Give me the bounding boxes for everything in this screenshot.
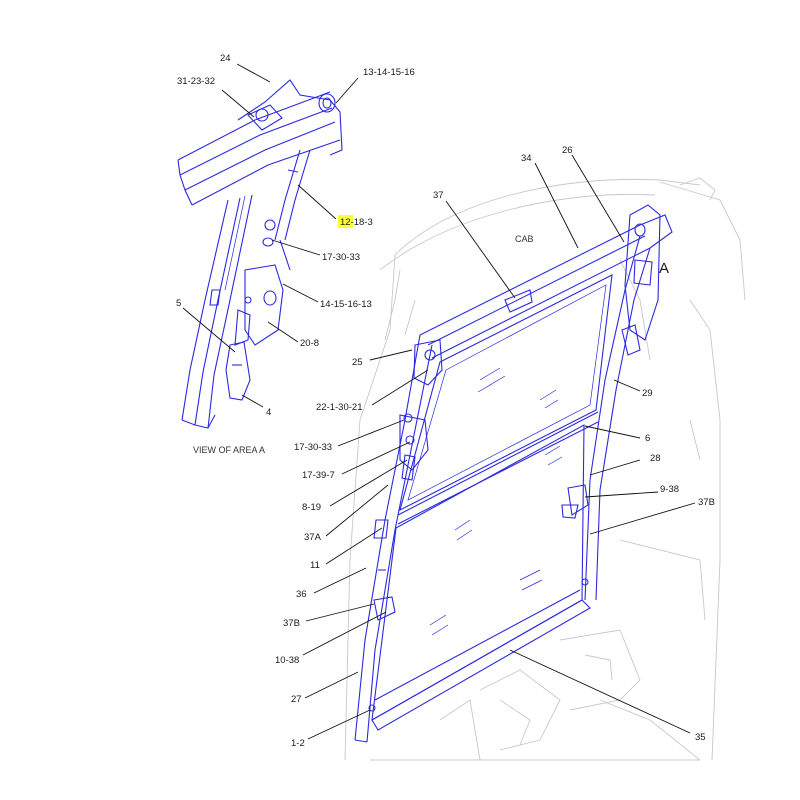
callout-9-38: 9-38	[660, 484, 679, 495]
callout-37: 37	[433, 190, 444, 201]
callout-29: 29	[642, 388, 653, 399]
callout-5: 5	[176, 298, 181, 309]
view-of-area-caption: VIEW OF AREA A	[193, 445, 265, 455]
callout-34: 34	[521, 153, 532, 164]
leader-lines	[182, 63, 696, 740]
callout-35: 35	[695, 732, 706, 743]
cab-background-outline	[344, 177, 746, 761]
callout-17-39-7: 17-39-7	[302, 470, 335, 481]
callout-36: 36	[296, 589, 307, 600]
callout-17-30-33: 17-30-33	[294, 442, 332, 453]
callout-13-14-15-16: 13-14-15-16	[363, 67, 415, 78]
main-door-assembly	[354, 204, 673, 743]
callout-12-highlighted: 12-18-3	[340, 217, 373, 228]
detail-view-area-a	[177, 79, 343, 429]
callout-31-23-32: 31-23-32	[177, 76, 215, 87]
callout-28: 28	[650, 453, 661, 464]
callout-highlight	[338, 215, 353, 228]
area-a-marker: A	[659, 260, 669, 277]
callout-10-38: 10-38	[275, 655, 299, 666]
callout-1-2: 1-2	[291, 738, 305, 749]
callout-20-8: 20-8	[300, 338, 319, 349]
callout-6: 6	[645, 433, 650, 444]
callout-26: 26	[562, 145, 573, 156]
callout-22-1-30-21: 22-1-30-21	[316, 402, 362, 413]
callout-27: 27	[291, 694, 302, 705]
callout-37a: 37A	[304, 532, 322, 543]
callout-labels: 24 31-23-32 13-14-15-16 12-18-3 17-30-33…	[176, 53, 715, 749]
callout-14-15-16-13: 14-15-16-13	[320, 299, 372, 310]
callout-8-19: 8-19	[302, 502, 321, 513]
callout-4: 4	[266, 407, 271, 418]
callout-37b-right: 37B	[698, 497, 715, 508]
callout-25: 25	[352, 357, 363, 368]
cab-caption: CAB	[515, 234, 534, 244]
callout-11: 11	[310, 560, 320, 571]
callout-17-30-33-detail: 17-30-33	[322, 252, 360, 263]
callout-24: 24	[220, 53, 231, 64]
callout-37b-left: 37B	[283, 618, 300, 629]
